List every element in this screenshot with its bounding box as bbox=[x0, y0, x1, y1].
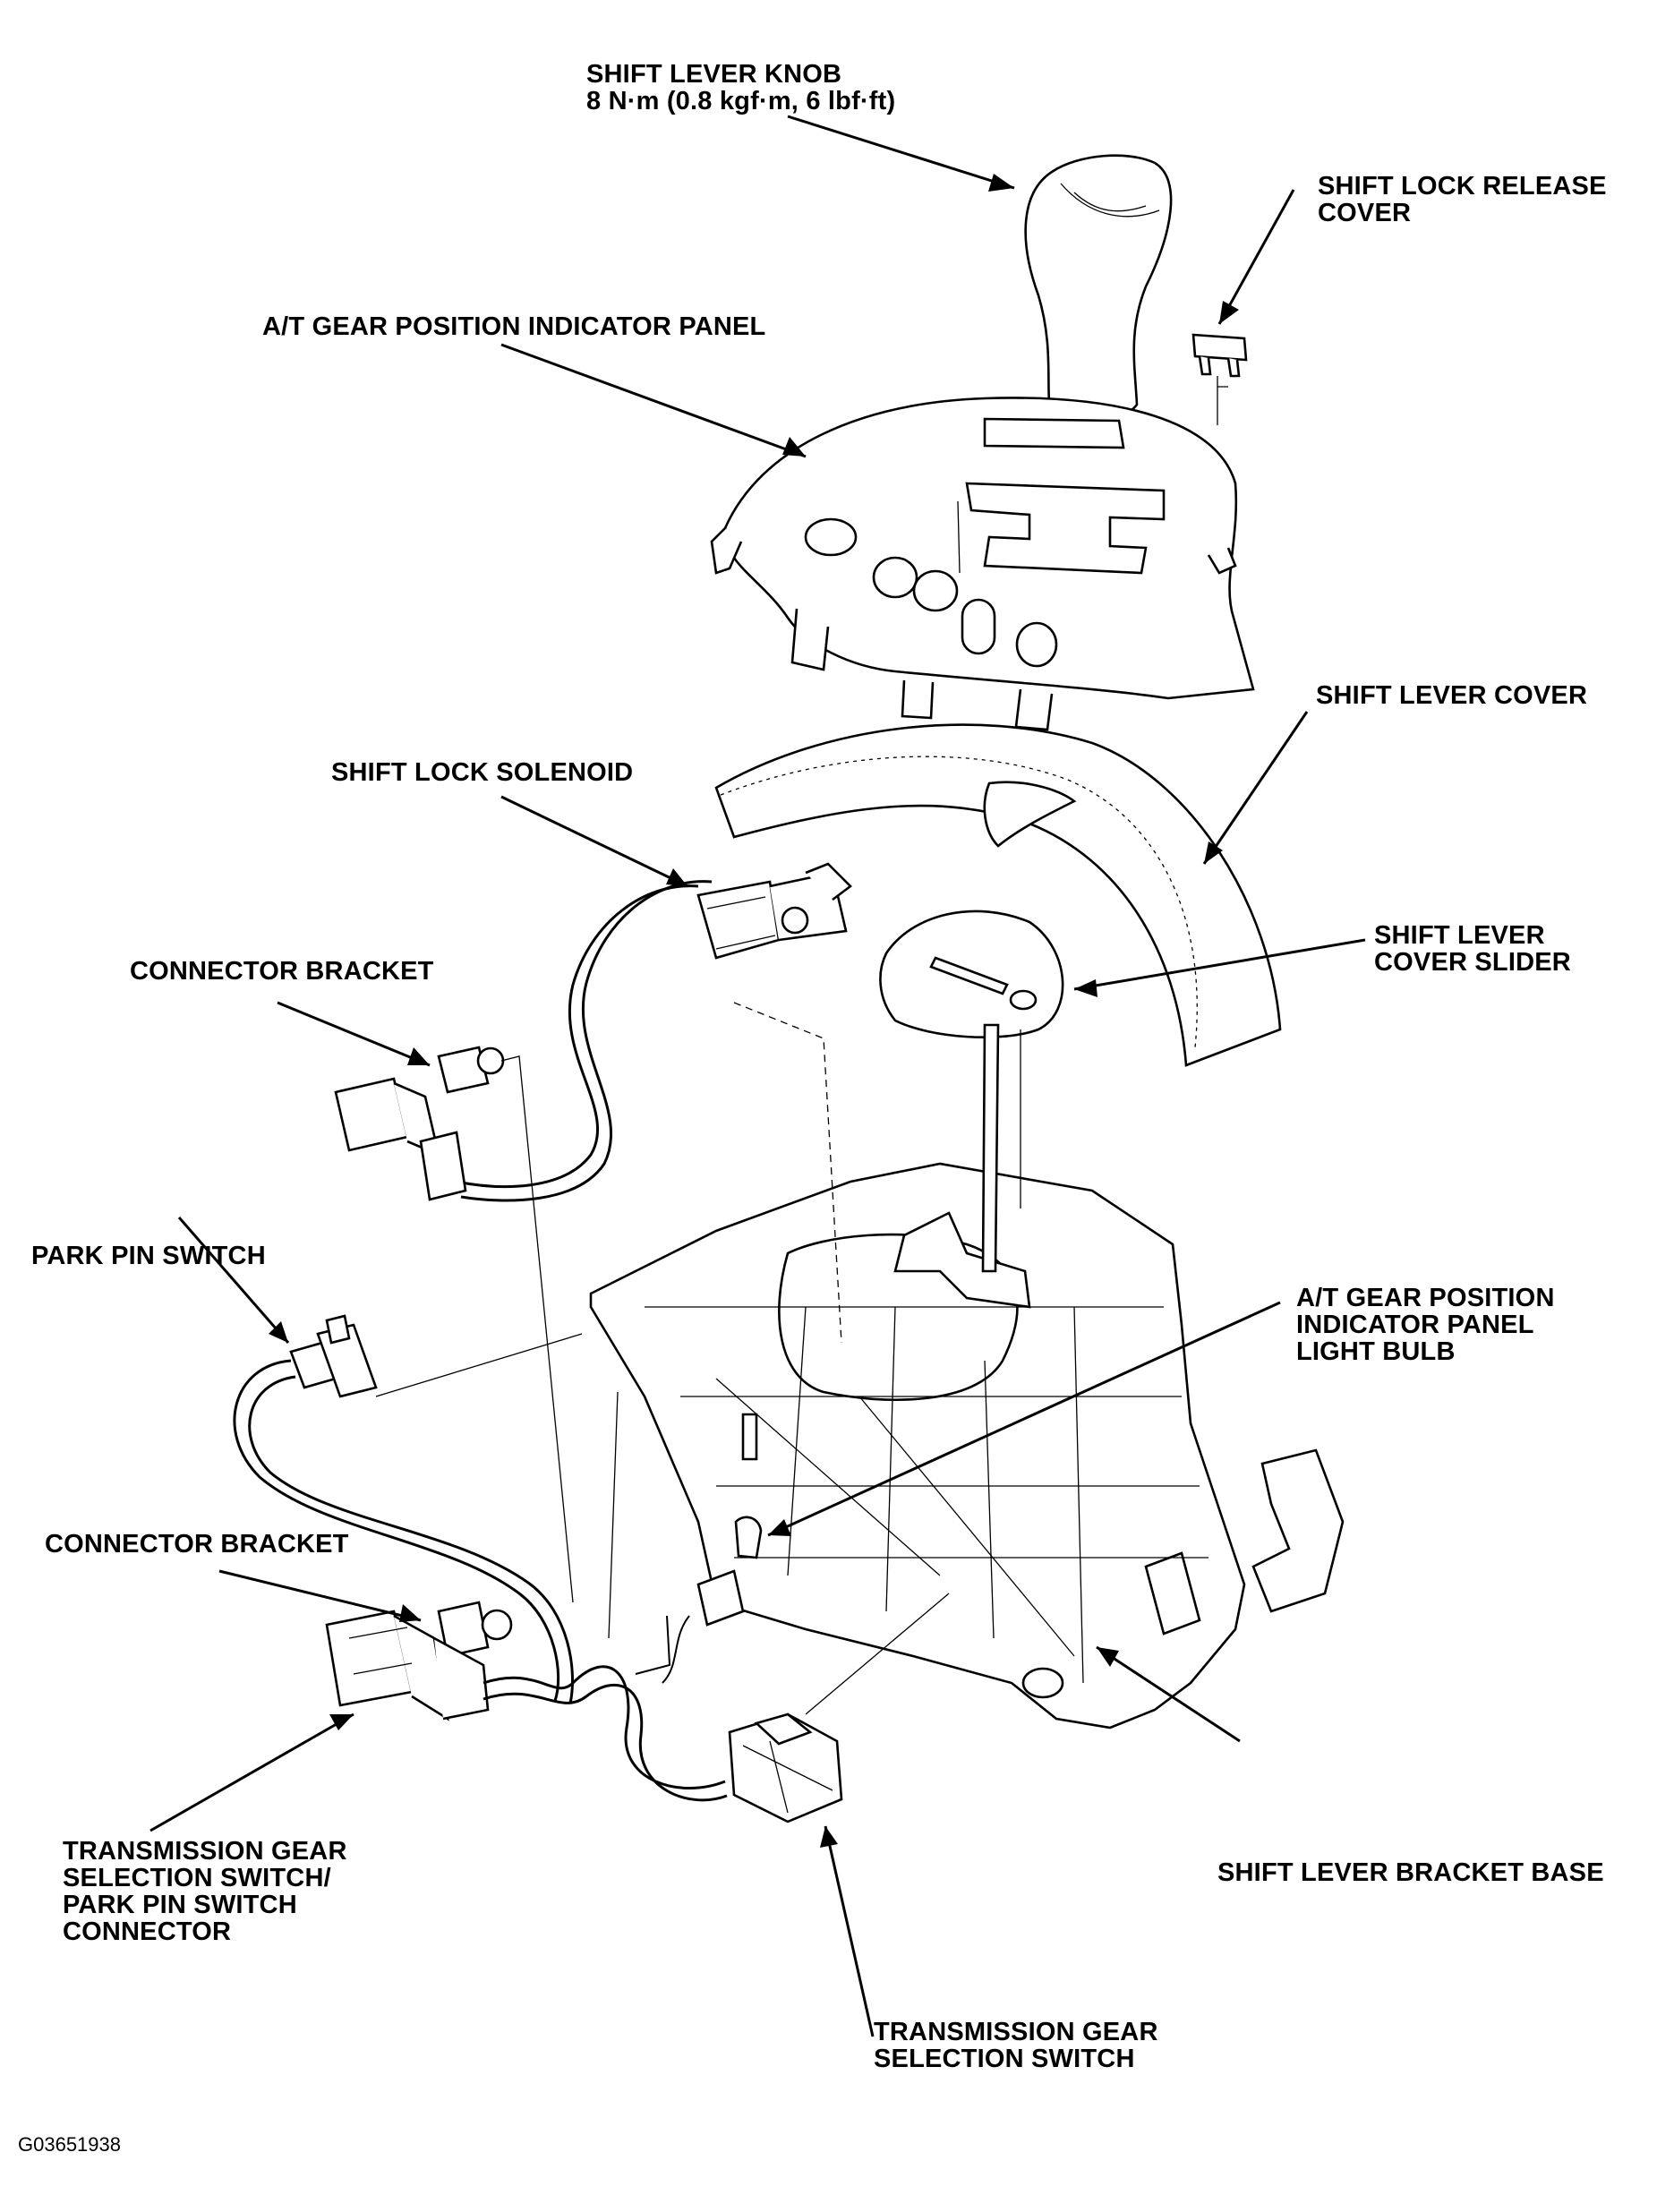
label-shift-lock-release-cover: SHIFT LOCK RELEASE COVER bbox=[1318, 172, 1607, 227]
label-shift-lever-cover: SHIFT LEVER COVER bbox=[1316, 681, 1588, 710]
switch-leader bbox=[824, 1825, 875, 2037]
indicator-light-bulb bbox=[662, 1516, 763, 1684]
cover-leader bbox=[1202, 711, 1309, 865]
slider-leader bbox=[1073, 938, 1366, 991]
label-light-bulb: A/T GEAR POSITION INDICATOR PANEL LIGHT … bbox=[1296, 1284, 1555, 1366]
label-switch-connector: TRANSMISSION GEAR SELECTION SWITCH/ PARK… bbox=[63, 1837, 347, 1946]
shift-lock-solenoid bbox=[696, 862, 852, 960]
label-indicator-panel: A/T GEAR POSITION INDICATOR PANEL bbox=[262, 312, 766, 341]
solenoid-leader bbox=[500, 795, 688, 888]
release-cover-leader bbox=[1217, 189, 1295, 325]
label-shift-lock-solenoid: SHIFT LOCK SOLENOID bbox=[331, 758, 634, 787]
label-cover-slider: SHIFT LEVER COVER SLIDER bbox=[1374, 921, 1571, 977]
label-selection-switch: TRANSMISSION GEAR SELECTION SWITCH bbox=[874, 2018, 1158, 2073]
connector-leader bbox=[149, 1712, 354, 1832]
solenoid-wire bbox=[456, 884, 699, 1189]
panel-leader bbox=[500, 343, 807, 458]
label-connector-bracket-upper: CONNECTOR BRACKET bbox=[130, 957, 434, 986]
base-leader bbox=[1096, 1645, 1241, 1743]
main-harness bbox=[483, 1665, 726, 1789]
shift-lock-release-cover bbox=[1191, 333, 1248, 425]
shift-lever-bracket-base bbox=[589, 1023, 1345, 1729]
bulb-leader bbox=[767, 1301, 1281, 1537]
label-shift-lever-knob: SHIFT LEVER KNOB 8 N·m (0.8 kgf·m, 6 lbf… bbox=[586, 60, 896, 115]
shift-lever-cover-slider bbox=[879, 910, 1064, 1039]
bracket-upper-leader bbox=[277, 1001, 431, 1067]
park-pin-leader bbox=[177, 1217, 290, 1344]
connector-bracket-upper bbox=[334, 1046, 574, 1603]
bracket-lower-leader bbox=[218, 1569, 422, 1622]
knob-leader bbox=[787, 115, 1015, 190]
figure-id: G03651938 bbox=[18, 2133, 121, 2156]
shift-lever-cover bbox=[714, 723, 1282, 1067]
transmission-gear-selection-switch bbox=[728, 1593, 950, 1823]
connector-bracket-lower bbox=[325, 1601, 513, 1721]
label-bracket-base: SHIFT LEVER BRACKET BASE bbox=[1217, 1858, 1604, 1887]
label-connector-bracket-lower: CONNECTOR BRACKET bbox=[45, 1530, 349, 1559]
park-pin-wire bbox=[233, 1359, 560, 1702]
park-pin-switch bbox=[289, 1314, 583, 1398]
label-park-pin-switch: PARK PIN SWITCH bbox=[31, 1242, 266, 1270]
indicator-panel bbox=[710, 397, 1255, 731]
